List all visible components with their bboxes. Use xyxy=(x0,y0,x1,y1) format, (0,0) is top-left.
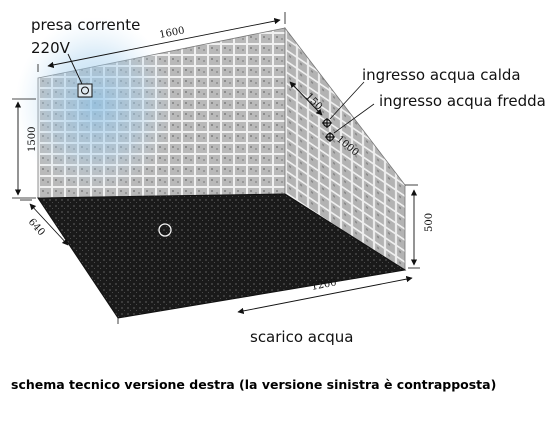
cold-water-label: ingresso acqua fredda xyxy=(379,92,546,110)
dimension-floor-front-width xyxy=(117,275,413,324)
hot-water-label: ingresso acqua calda xyxy=(362,66,521,84)
dimension-wall-height xyxy=(12,98,36,199)
dimension-back-wall-width xyxy=(37,12,286,72)
drain-label: scarico acqua xyxy=(250,328,353,346)
dim-label-floor-depth-left: 640 xyxy=(26,217,47,239)
dimension-floor-depth-left xyxy=(20,199,69,246)
outlet-label-line2: 220V xyxy=(31,39,71,57)
dim-label-wall-height: 1500 xyxy=(27,127,38,152)
dim-label-back-wall: 1600 xyxy=(158,25,185,41)
hot-water-leader xyxy=(329,81,365,120)
dim-label-floor-depth-right: 500 xyxy=(424,213,435,232)
outlet-label-line1: presa corrente xyxy=(31,16,140,34)
dimension-floor-depth-right xyxy=(405,184,420,269)
dim-label-floor-front: 1200 xyxy=(310,277,337,293)
drain-icon xyxy=(158,223,172,237)
dimension-inlet-spacing xyxy=(289,81,323,116)
shower-floor xyxy=(37,193,407,319)
water-inlets-icon xyxy=(322,118,335,142)
caption: schema tecnico versione destra (la versi… xyxy=(11,377,496,392)
power-socket-icon xyxy=(77,83,93,98)
cold-water-leader xyxy=(333,103,375,134)
